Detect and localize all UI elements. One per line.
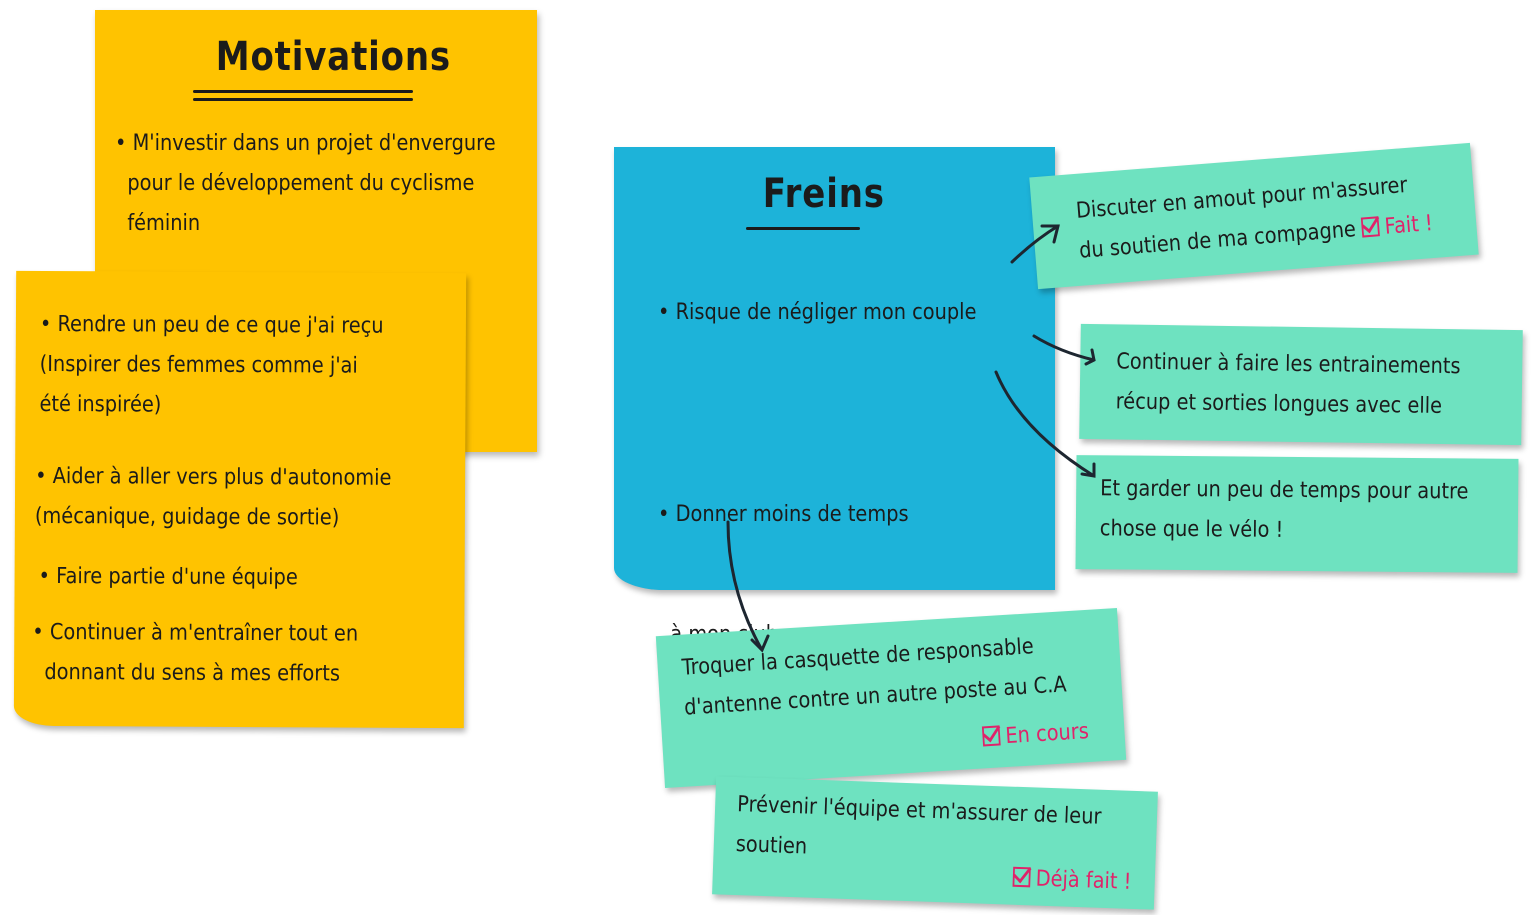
arrow-to-temps: [994, 370, 1096, 478]
title-underline: [193, 90, 413, 93]
title-underline: [193, 98, 413, 101]
arrow-to-discuter: [1010, 224, 1060, 264]
title-underline: [746, 227, 860, 230]
freins-title: Freins: [762, 171, 885, 217]
arrow-to-casquette: [726, 520, 770, 653]
freins-note: Freins • Risque de négliger mon couple •…: [614, 147, 1055, 647]
frein-item: • Donner moins de temps à mon club: [658, 502, 909, 647]
motivations-title: Motivations: [215, 34, 452, 80]
arrow-to-entrainements: [1032, 334, 1096, 366]
motivation-item: • M'investir dans un projet d'envergure …: [115, 131, 496, 236]
frein-item: • Risque de négliger mon couple: [658, 300, 977, 325]
